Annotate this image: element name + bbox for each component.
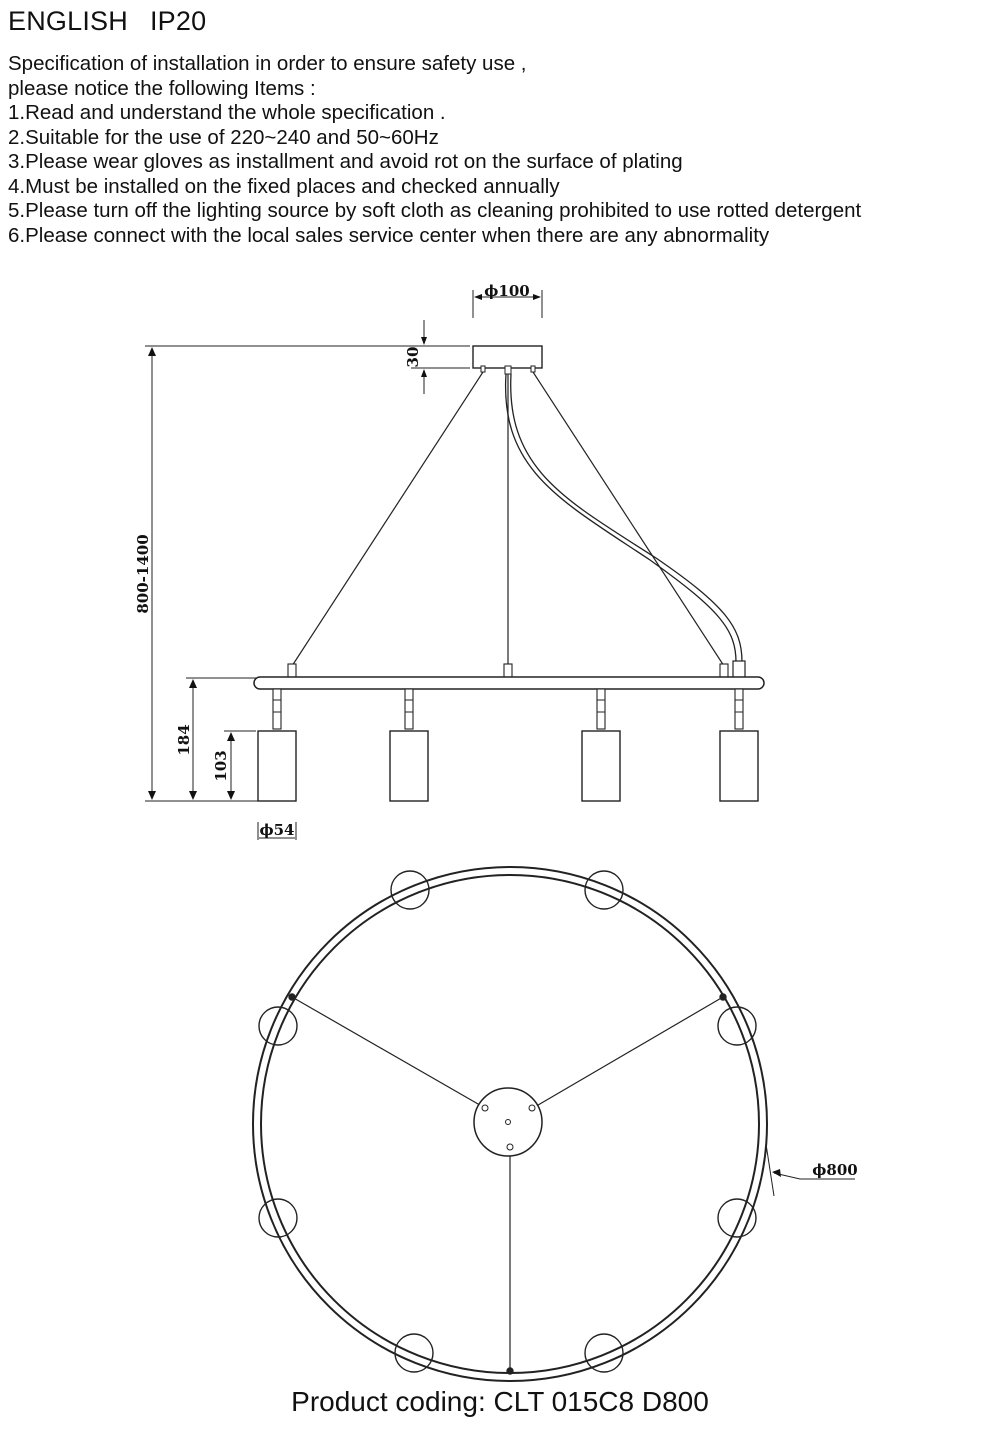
instruction-item: 6.Please connect with the local sales se… [8, 223, 770, 247]
lamp-shades-side [257, 688, 759, 802]
intro-line: Specification of installation in order t… [8, 52, 527, 75]
language-label: ENGLISH [8, 6, 128, 36]
product-coding: Product coding: CLT 015C8 D800 [291, 1386, 709, 1417]
ring-diameter-label: ϕ800 [812, 1161, 857, 1179]
instruction-item: 1.Read and understand the whole specific… [8, 101, 446, 124]
canopy-diameter-label: ϕ100 [484, 282, 529, 300]
lamp-drop-label: 184 [175, 724, 193, 755]
shade-height-label: 103 [212, 750, 230, 781]
canopy-top [473, 1087, 543, 1157]
canopy-height-label: 30 [404, 347, 422, 368]
lamp-shades-top [258, 870, 757, 1373]
instruction-item: 3.Please wear gloves as installment and … [8, 150, 683, 173]
instruction-item: 2.Suitable for the use of 220~240 and 50… [8, 125, 439, 149]
canopy [472, 345, 543, 369]
ring-bar-side [253, 676, 765, 690]
page-header: ENGLISH IP20 [8, 6, 206, 37]
instruction-item: 5.Please turn off the lighting source by… [8, 199, 862, 222]
plan-view [252, 866, 855, 1382]
ip-rating: IP20 [149, 6, 207, 36]
safety-instructions: Specification of installation in order t… [8, 52, 861, 248]
intro-line: please notice the following Items : [8, 76, 316, 100]
overall-height-label: 800-1400 [134, 534, 152, 613]
side-view [145, 290, 765, 840]
instruction-item: 4.Must be installed on the fixed places … [8, 174, 560, 198]
shade-diameter-label: ϕ54 [260, 821, 295, 839]
ring-top [252, 866, 768, 1382]
